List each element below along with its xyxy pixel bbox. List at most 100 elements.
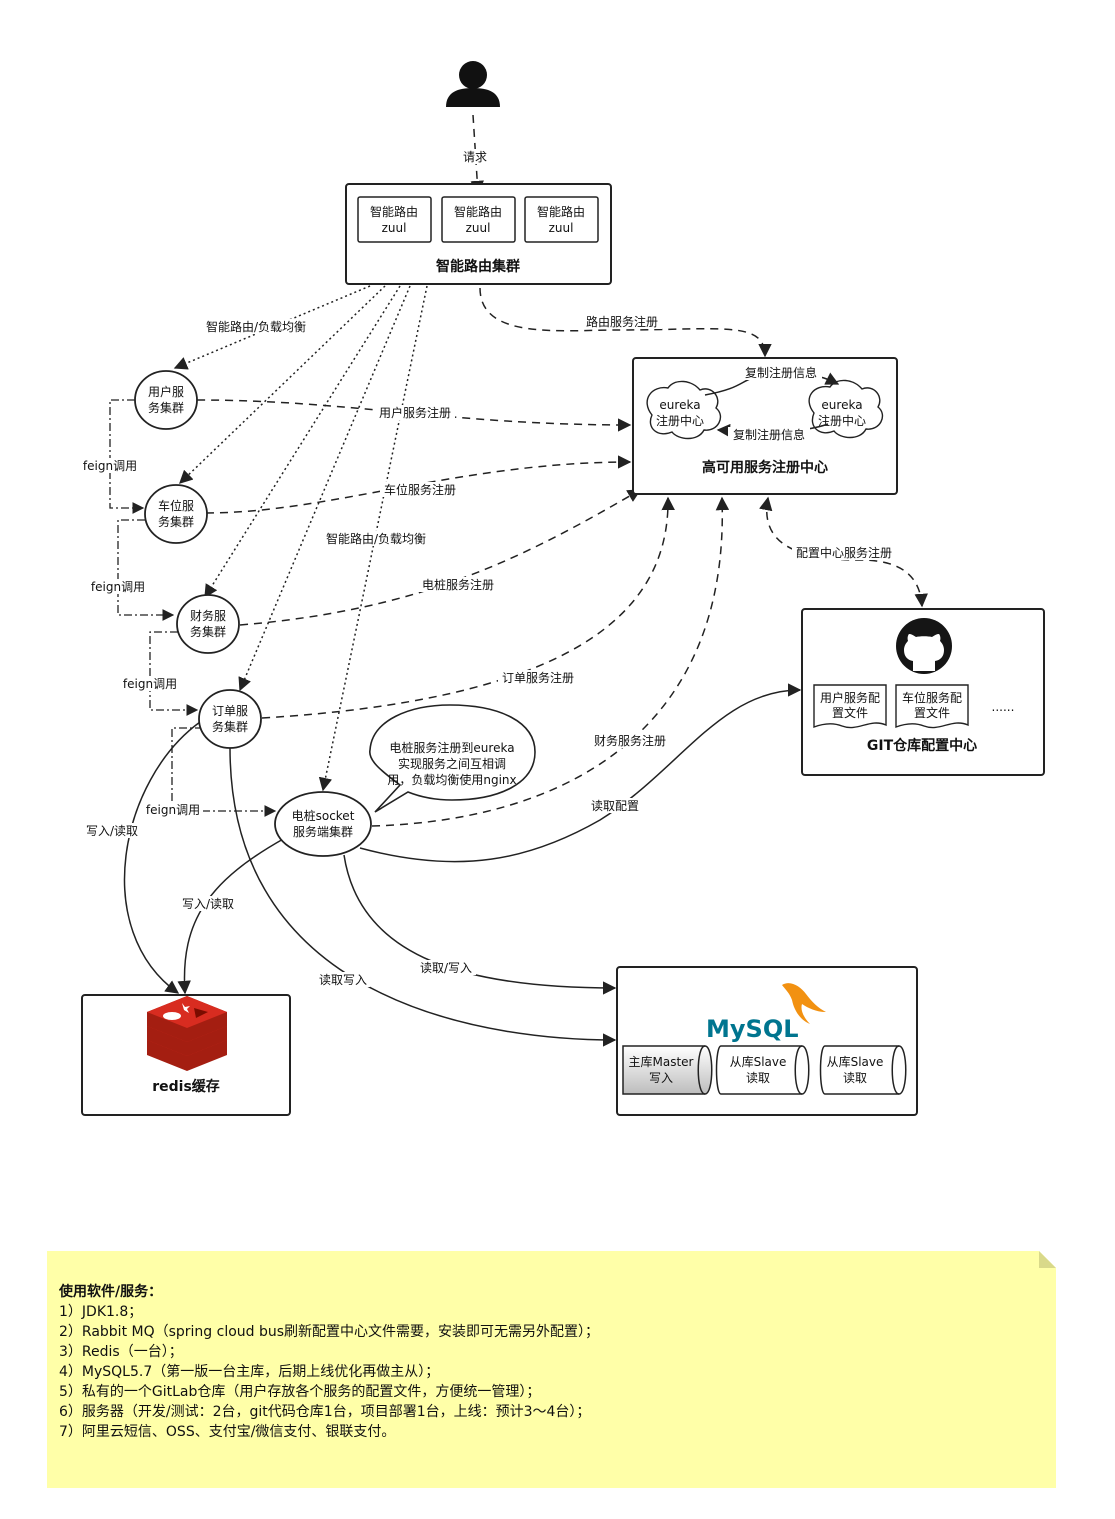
service-user: 用户服 务集群 xyxy=(134,370,198,430)
notes-line-7: 7）阿里云短信、OSS、支付宝/微信支付、银联支付。 xyxy=(59,1424,396,1440)
callout-line-2: 实现服务之间互相调 xyxy=(398,756,506,771)
lb-top-label: 智能路由/负载均衡 xyxy=(206,319,306,334)
notes-text: 使用软件/服务： 1）JDK1.8； 2）Rabbit MQ（spring cl… xyxy=(59,1282,599,1442)
read-config-label: 读取配置 xyxy=(591,799,639,813)
mysql-master: 主库Master 写入 xyxy=(622,1045,713,1095)
callout-line-3: 用，负载均衡使用nginx xyxy=(387,772,516,787)
mysql-cluster: MySQL 主库Master 写入 从库Slave 读取 从库Slave 读取 xyxy=(616,966,918,1116)
github-icon xyxy=(896,618,952,674)
read-write-socket-label: 读取/写入 xyxy=(420,961,472,975)
service-parking-sub: 务集群 xyxy=(158,514,194,529)
feign-label-1: feign调用 xyxy=(83,459,137,473)
rw-left-label: 写入/读取 xyxy=(86,824,138,838)
service-parking: 车位服 务集群 xyxy=(144,484,208,544)
read-write-order-label: 读取写入 xyxy=(319,973,367,987)
callout-line-1: 电桩服务注册到eureka xyxy=(389,740,514,755)
eureka-left-cloud xyxy=(646,380,722,440)
parking-register-label: 车位服务注册 xyxy=(384,482,456,497)
notes-line-5: 5）私有的一个GitLab仓库（用户存放各个服务的配置文件，方便统一管理）； xyxy=(59,1384,541,1400)
service-socket: 电桩socket 服务端集群 xyxy=(274,791,372,857)
mysql-slave-2: 从库Slave 读取 xyxy=(819,1045,907,1095)
lb-to-parking xyxy=(179,285,386,484)
git-config-center: 用户服务配 置文件 车位服务配 置文件 ...... GIT仓库配置中心 xyxy=(801,608,1045,776)
feign-label-3: feign调用 xyxy=(123,677,177,691)
zuul-cluster: 智能路由 zuul 智能路由 zuul 智能路由 zuul 智能路由集群 xyxy=(345,183,612,285)
zuul-node-2 xyxy=(441,196,516,243)
git-center-title: GIT仓库配置中心 xyxy=(867,737,977,754)
replicate-top-label: 复制注册信息 xyxy=(745,365,817,380)
zuul-node-3-label: 智能路由 xyxy=(537,204,585,219)
notes-line-6: 6）服务器（开发/测试：2台，git代码仓库1台，项目部署1台，上线：预计3～4… xyxy=(59,1404,591,1420)
service-order: 订单服 务集群 xyxy=(198,689,262,749)
config-doc-parking-sub: 置文件 xyxy=(914,705,950,720)
zuul-node-2-sub: zuul xyxy=(466,221,491,235)
mysql-master-sub: 写入 xyxy=(649,1071,673,1085)
config-doc-parking-label: 车位服务配 xyxy=(902,690,962,705)
feign-finance-order xyxy=(149,631,199,716)
route-register-arrow xyxy=(479,287,772,358)
mysql-slave-1-label: 从库Slave xyxy=(730,1054,787,1069)
user-register-arrow xyxy=(196,399,632,432)
mysql-logo-text: MySQL xyxy=(706,1015,799,1043)
service-finance: 财务服 务集群 xyxy=(176,594,240,654)
service-parking-label: 车位服 xyxy=(158,498,194,513)
mysql-slave-1-sub: 读取 xyxy=(746,1071,770,1085)
read-config-arrow xyxy=(359,683,802,863)
order-register-arrow xyxy=(261,496,675,719)
feign-parking-finance xyxy=(117,519,175,621)
zuul-node-1-sub: zuul xyxy=(382,221,407,235)
service-order-sub: 务集群 xyxy=(212,719,248,734)
zuul-node-3 xyxy=(524,196,599,243)
architecture-diagram: 智能路由 zuul 智能路由 zuul 智能路由 zuul 智能路由集群 eur… xyxy=(80,61,1045,1116)
socket-callout: 电桩服务注册到eureka 实现服务之间互相调 用，负载均衡使用nginx xyxy=(369,704,536,813)
config-doc-parking: 车位服务配 置文件 xyxy=(895,684,969,729)
finance-register-label: 财务服务注册 xyxy=(594,733,666,748)
service-socket-label: 电桩socket xyxy=(292,808,355,823)
zuul-cluster-title: 智能路由集群 xyxy=(435,258,520,275)
registry-title: 高可用服务注册中心 xyxy=(702,459,828,476)
service-finance-label: 财务服 xyxy=(190,608,226,623)
socket-to-mysql xyxy=(343,854,617,995)
mysql-slave-2-label: 从库Slave xyxy=(827,1054,884,1069)
eureka-right-cloud xyxy=(808,379,884,439)
service-user-sub: 务集群 xyxy=(148,400,184,415)
config-register-arrow xyxy=(759,496,928,608)
zuul-node-1-label: 智能路由 xyxy=(370,204,418,219)
user-register-label: 用户服务注册 xyxy=(379,405,451,420)
socket-to-redis xyxy=(177,837,286,995)
zuul-node-2-label: 智能路由 xyxy=(454,204,502,219)
config-doc-user-sub: 置文件 xyxy=(832,705,868,720)
redis-cache: redis缓存 xyxy=(81,994,291,1116)
feign-order-socket xyxy=(171,727,277,817)
redis-icon xyxy=(147,996,227,1071)
replicate-bottom-label: 复制注册信息 xyxy=(733,427,805,442)
notes-line-4: 4）MySQL5.7（第一版一台主库，后期上线优化再做主从）； xyxy=(59,1364,440,1380)
feign-user-parking xyxy=(109,399,145,514)
service-user-label: 用户服 xyxy=(148,384,184,399)
feign-label-4: feign调用 xyxy=(146,803,200,817)
notes-fold xyxy=(1039,1251,1056,1268)
service-finance-sub: 务集群 xyxy=(190,624,226,639)
request-label: 请求 xyxy=(463,150,487,164)
feign-label-2: feign调用 xyxy=(91,580,145,594)
config-doc-user: 用户服务配 置文件 xyxy=(813,684,887,729)
notes-line-1: 1）JDK1.8； xyxy=(59,1304,143,1320)
eureka-left-sub: 注册中心 xyxy=(656,413,704,428)
config-register-label: 配置中心服务注册 xyxy=(796,545,892,560)
mysql-slave-1: 从库Slave 读取 xyxy=(715,1045,810,1095)
config-doc-ellipsis: ...... xyxy=(992,700,1015,714)
eureka-right-sub: 注册中心 xyxy=(818,413,866,428)
config-doc-user-label: 用户服务配 xyxy=(820,690,880,705)
notes-line-2: 2）Rabbit MQ（spring cloud bus刷新配置中心文件需要，安… xyxy=(59,1324,600,1340)
mysql-master-label: 主库Master xyxy=(629,1054,694,1069)
service-socket-sub: 服务端集群 xyxy=(293,824,353,839)
lb-to-finance xyxy=(204,285,401,599)
service-order-label: 订单服 xyxy=(212,704,248,718)
order-to-mysql xyxy=(229,747,617,1047)
mysql-logo: MySQL xyxy=(706,983,826,1043)
pile-register-arrow xyxy=(239,489,642,626)
route-register-label: 路由服务注册 xyxy=(586,314,658,329)
order-register-label: 订单服务注册 xyxy=(502,670,574,685)
user-icon xyxy=(446,61,500,107)
notes-title: 使用软件/服务： xyxy=(59,1284,163,1300)
